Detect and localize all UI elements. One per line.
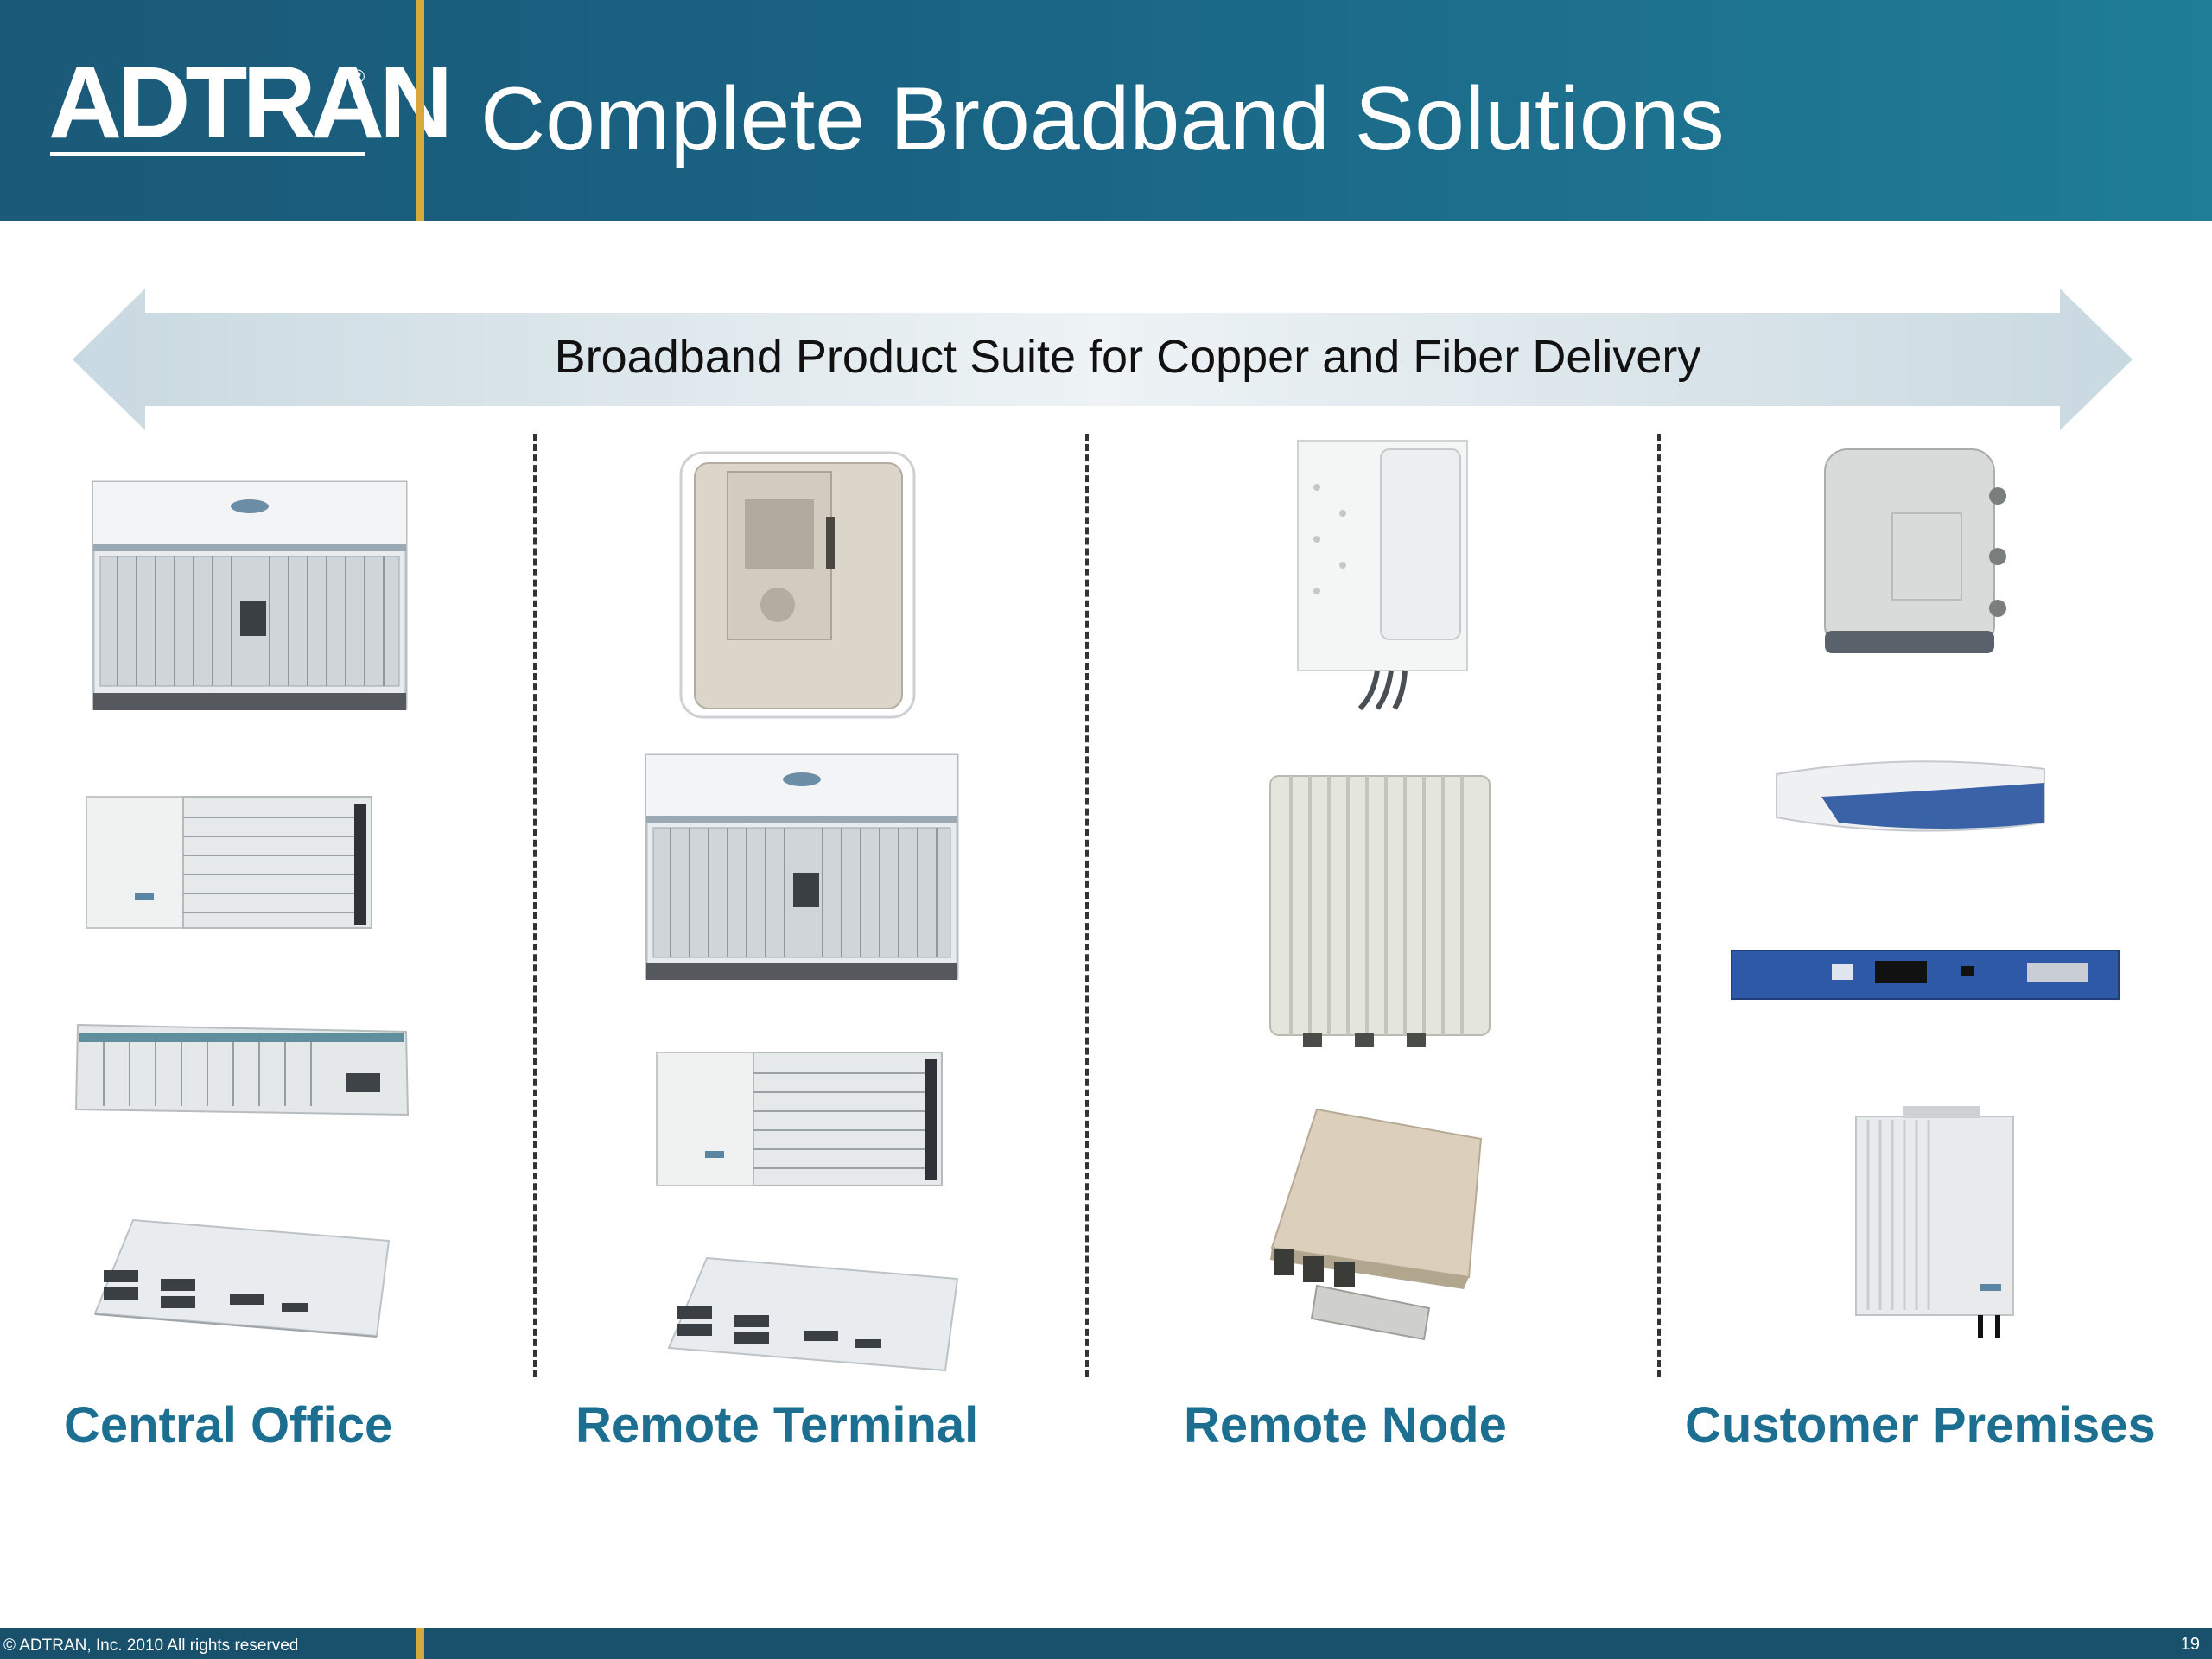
double-arrow-banner bbox=[73, 289, 2133, 430]
outdoor-cabinet-image bbox=[679, 451, 916, 719]
category-central-office: Central Office bbox=[64, 1397, 393, 1453]
compact-node-enclosure-image bbox=[1270, 1108, 1483, 1341]
pizza-box-unit-image bbox=[667, 1256, 959, 1372]
chassis-rack-image bbox=[74, 1023, 410, 1116]
slide-header: ADTRAN ® Complete Broadband Solutions bbox=[0, 0, 2212, 221]
category-remote-terminal: Remote Terminal bbox=[575, 1397, 979, 1453]
chassis-mid-image bbox=[656, 1052, 943, 1186]
footer-accent-bar bbox=[416, 1628, 424, 1659]
column-divider bbox=[533, 434, 537, 1377]
banner-text: Broadband Product Suite for Copper and F… bbox=[554, 331, 1701, 383]
page-number: 19 bbox=[2180, 1635, 2200, 1654]
logo-underline bbox=[50, 152, 365, 156]
residential-gateway-image bbox=[1776, 760, 2045, 832]
pizza-box-unit-image bbox=[93, 1218, 391, 1338]
chassis-large-image bbox=[92, 480, 408, 710]
header-accent-bar bbox=[416, 0, 424, 221]
category-remote-node: Remote Node bbox=[1184, 1397, 1507, 1453]
copyright-text: © ADTRAN, Inc. 2010 All rights reserved bbox=[3, 1637, 299, 1655]
slide-footer: © ADTRAN, Inc. 2010 All rights reserved … bbox=[0, 1628, 2212, 1659]
logo-wordmark: ADTRAN bbox=[48, 46, 453, 160]
sealed-node-enclosure-image bbox=[1297, 440, 1468, 711]
registered-mark: ® bbox=[351, 66, 365, 87]
rack-mount-gateway-image bbox=[1731, 950, 2120, 1000]
column-divider bbox=[1657, 434, 1661, 1377]
finned-node-enclosure-image bbox=[1269, 775, 1491, 1047]
adtran-logo: ADTRAN ® bbox=[0, 0, 453, 221]
ont-wall-enclosure-image bbox=[1824, 448, 2006, 653]
chassis-large-image bbox=[645, 753, 959, 980]
page-title: Complete Broadband Solutions bbox=[480, 69, 1725, 169]
category-customer-premises: Customer Premises bbox=[1685, 1397, 2156, 1453]
chassis-mid-image bbox=[86, 796, 372, 929]
column-divider bbox=[1085, 434, 1089, 1377]
outdoor-ont-image bbox=[1855, 1106, 2014, 1338]
